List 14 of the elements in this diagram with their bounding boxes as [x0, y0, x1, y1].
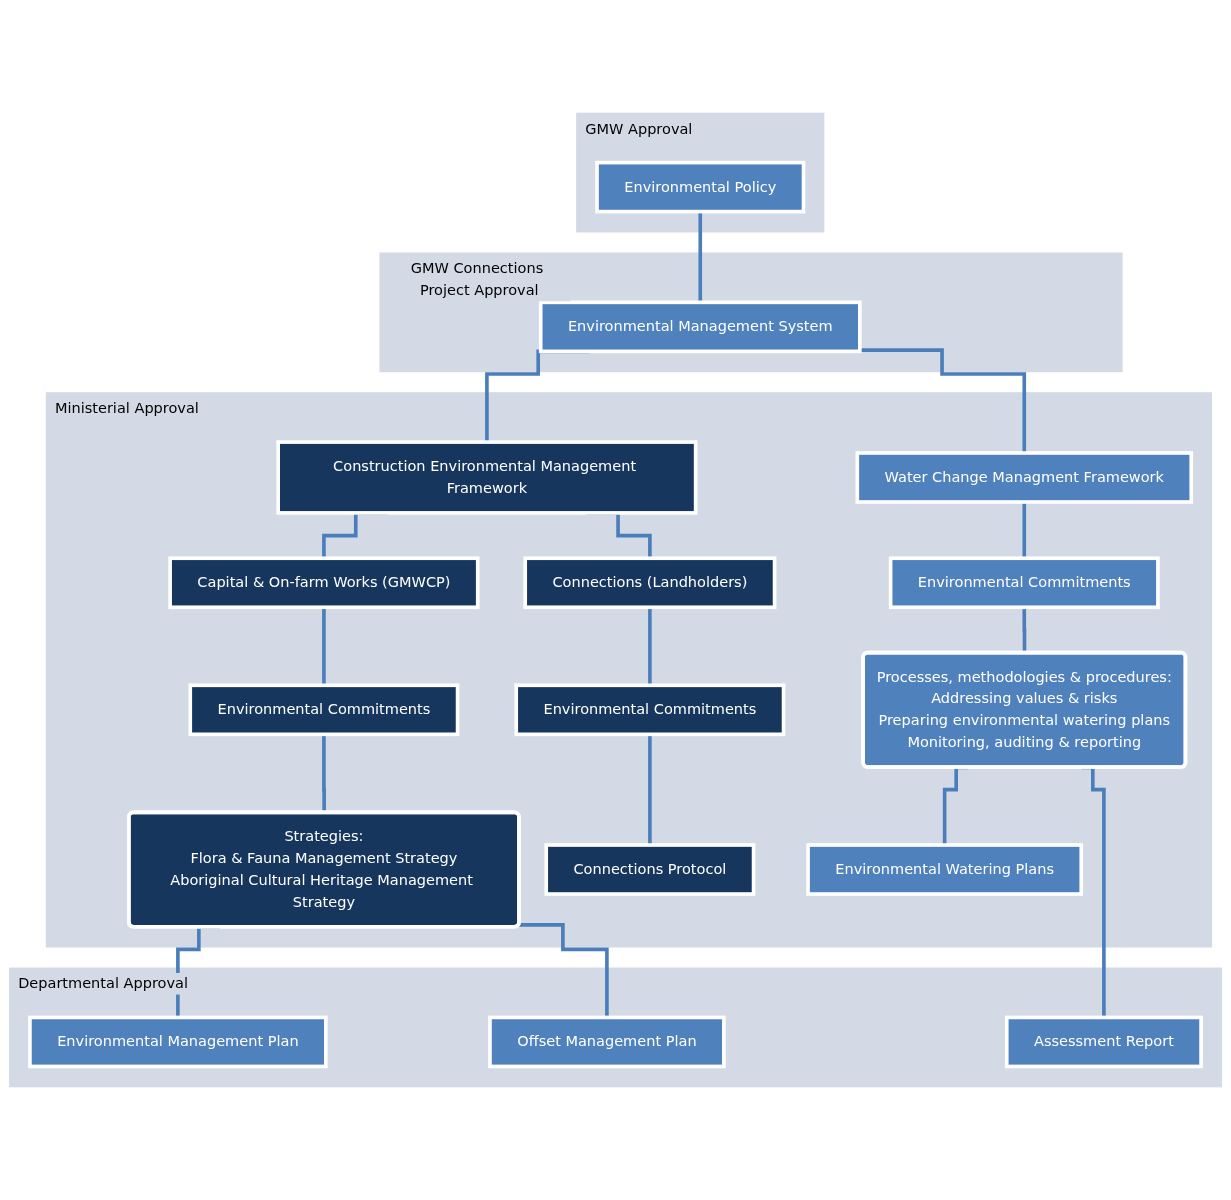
node-box: Water Change Managment Framework — [855, 451, 1194, 504]
node-box: Environmental Policy — [595, 160, 806, 214]
node-box: Construction Environmental Management Framework — [276, 440, 698, 515]
node-box: Connections Protocol — [544, 843, 756, 896]
node-box: Environmental Management System — [538, 300, 862, 354]
node-box: Assessment Report — [1004, 1015, 1203, 1069]
node-box: Offset Management Plan — [488, 1015, 726, 1069]
node-box: Environmental Commitments — [888, 556, 1160, 610]
node-box: Environmental Management Plan — [28, 1015, 328, 1069]
node-box: Capital & On-farm Works (GMWCP) — [168, 556, 480, 610]
node-box: Connections (Landholders) — [523, 556, 777, 610]
node-box: Environmental Commitments — [514, 683, 786, 737]
node-box: Environmental Commitments — [188, 683, 460, 737]
node-box: Environmental Watering Plans — [806, 843, 1084, 896]
